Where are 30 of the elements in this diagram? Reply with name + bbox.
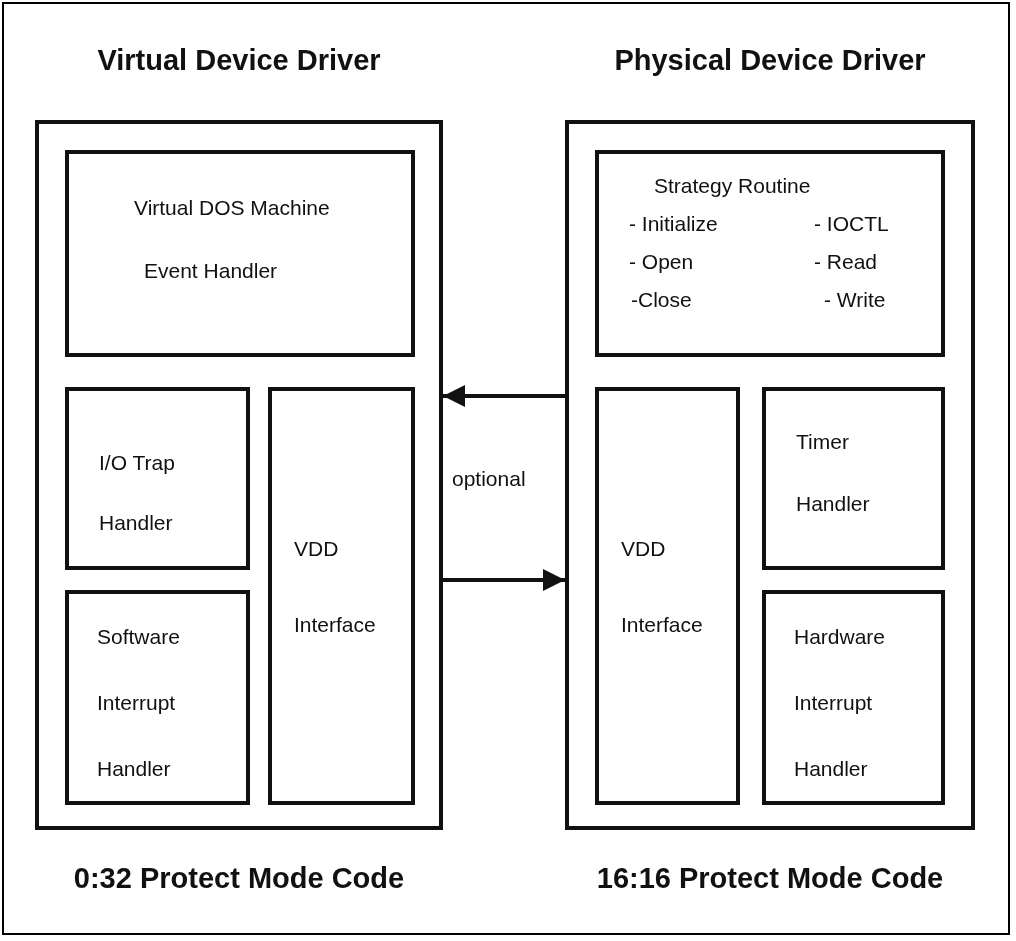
note-label: optional [452, 467, 526, 491]
module-label: Event Handler [144, 259, 278, 283]
module-box [595, 150, 945, 357]
mode-caption: 0:32 Protect Mode Code [72, 862, 406, 895]
mode-caption: 16:16 Protect Mode Code [595, 862, 945, 895]
module-label: VDD Interface [294, 536, 377, 638]
module-box [762, 387, 945, 570]
module-label: - IOCTL [814, 212, 889, 236]
module-label: Timer Handler [796, 429, 871, 517]
module-label: -Close [631, 288, 692, 312]
module-box [65, 590, 250, 805]
module-box [595, 387, 740, 805]
driver-title: Virtual Device Driver [96, 44, 382, 77]
module-box [762, 590, 945, 805]
module-box [65, 387, 250, 570]
module-label: - Open [629, 250, 694, 274]
module-label: - Initialize [629, 212, 718, 236]
module-label: Strategy Routine [654, 174, 811, 198]
arrow [443, 385, 565, 407]
module-label: I/O Trap Handler [99, 450, 176, 536]
module-box [65, 150, 415, 357]
module-box [268, 387, 415, 805]
driver-title: Physical Device Driver [613, 44, 927, 77]
module-label: Software Interrupt Handler [97, 624, 181, 782]
module-label: Hardware Interrupt Handler [794, 624, 887, 782]
module-label: - Read [814, 250, 878, 274]
module-label: Virtual DOS Machine [134, 196, 330, 220]
arrow [443, 569, 565, 591]
module-label: - Write [824, 288, 886, 312]
module-label: VDD Interface [621, 536, 704, 638]
